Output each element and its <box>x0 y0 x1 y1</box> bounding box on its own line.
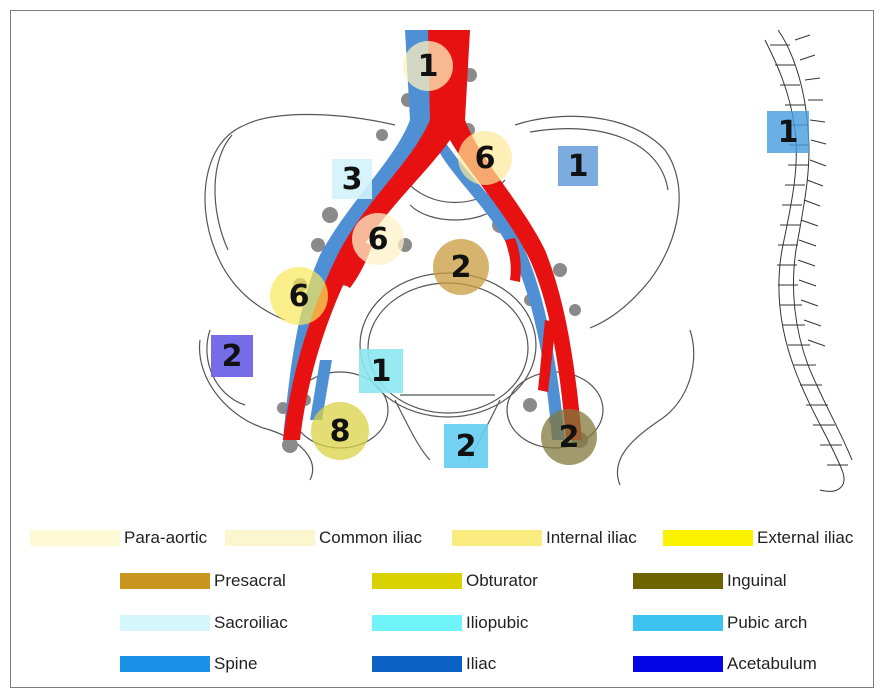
legend-swatch <box>633 573 723 589</box>
legend-label: Presacral <box>214 571 286 591</box>
legend-label: Common iliac <box>319 528 422 548</box>
legend-item-iliac: Iliac <box>372 654 496 674</box>
legend-swatch <box>633 656 723 672</box>
legend-swatch <box>452 530 542 546</box>
common-iliac-left-marker: 6 <box>352 213 404 265</box>
legend-item-internal-iliac: Internal iliac <box>452 528 637 548</box>
legend-item-common-iliac: Common iliac <box>225 528 422 548</box>
legend-swatch <box>120 573 210 589</box>
sacroiliac-marker: 3 <box>332 159 372 199</box>
inguinal-marker: 2 <box>541 409 597 465</box>
obturator-marker: 8 <box>311 402 369 460</box>
iliopubic-marker: 1 <box>359 349 403 393</box>
iliac-marker: 1 <box>558 146 598 186</box>
legend-item-inguinal: Inguinal <box>633 571 787 591</box>
legend-item-pubic-arch: Pubic arch <box>633 613 807 633</box>
legend-item-acetabulum: Acetabulum <box>633 654 817 674</box>
legend-label: Acetabulum <box>727 654 817 674</box>
legend-item-obturator: Obturator <box>372 571 538 591</box>
legend-label: Spine <box>214 654 257 674</box>
legend-label: Para-aortic <box>124 528 207 548</box>
legend-swatch <box>30 530 120 546</box>
legend-label: Internal iliac <box>546 528 637 548</box>
internal-iliac-marker: 6 <box>270 267 328 325</box>
legend-item-external-iliac: External iliac <box>663 528 853 548</box>
legend-item-presacral: Presacral <box>120 571 286 591</box>
legend-label: External iliac <box>757 528 853 548</box>
legend-label: Iliac <box>466 654 496 674</box>
legend-swatch <box>372 615 462 631</box>
presacral-marker: 2 <box>433 239 489 295</box>
legend-label: Pubic arch <box>727 613 807 633</box>
legend-item-iliopubic: Iliopubic <box>372 613 528 633</box>
legend-swatch <box>372 656 462 672</box>
acetabulum-marker: 2 <box>211 335 253 377</box>
legend-item-sacroiliac: Sacroiliac <box>120 613 288 633</box>
legend-label: Inguinal <box>727 571 787 591</box>
legend-swatch <box>663 530 753 546</box>
legend-swatch <box>633 615 723 631</box>
legend-swatch <box>225 530 315 546</box>
common-iliac-right-marker: 6 <box>458 131 512 185</box>
legend-swatch <box>120 656 210 672</box>
legend-item-spine: Spine <box>120 654 257 674</box>
legend-label: Sacroiliac <box>214 613 288 633</box>
legend-swatch <box>120 615 210 631</box>
pubic-arch-marker: 2 <box>444 424 488 468</box>
legend-swatch <box>372 573 462 589</box>
paraaortic-marker: 1 <box>403 41 453 91</box>
spine-outline <box>765 30 852 491</box>
spine-marker: 1 <box>767 111 809 153</box>
legend-label: Obturator <box>466 571 538 591</box>
legend-label: Iliopubic <box>466 613 528 633</box>
legend-item-para-aortic: Para-aortic <box>30 528 207 548</box>
